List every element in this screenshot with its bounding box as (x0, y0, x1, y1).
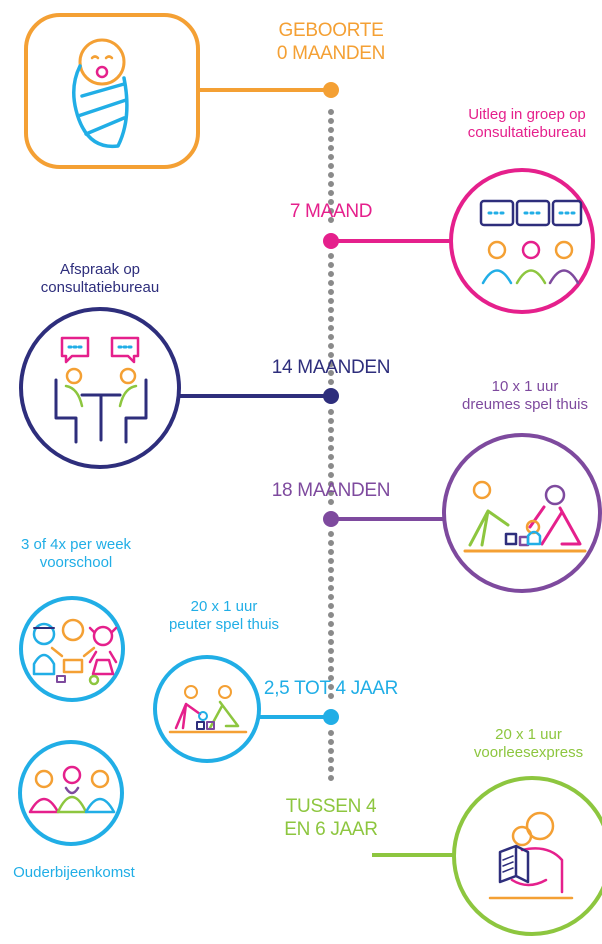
activity-label-line2: consultatiebureau (467, 124, 587, 141)
baby-icon (24, 13, 200, 169)
stage-label-line1: 2,5 TOT 4 JAAR (263, 678, 399, 699)
stage-label-14-maanden: 14 MAANDEN (245, 357, 417, 380)
consultation-appointment-icon (19, 307, 181, 469)
activity-label-line1: Ouderbijeenkomst (13, 864, 135, 881)
group-explanation-icon (449, 168, 595, 314)
activity-label-preschool: 3 of 4x per week voorschool (6, 536, 146, 572)
stage-label-line2: 0 MAANDEN (276, 42, 386, 64)
stage-label-line1: GEBOORTE (278, 20, 384, 41)
timeline-node-birth (195, 82, 339, 98)
stage-label-18-maanden: 18 MAANDEN (245, 480, 417, 503)
timeline-node-18-maanden (323, 511, 445, 527)
stage-label-7-maand: 7 MAAND (255, 201, 407, 224)
timeline-node-2-5-tot-4-jaar (255, 709, 339, 725)
activity-label-parents-meeting: Ouderbijeenkomst (0, 864, 148, 882)
activity-label-line1: Uitleg in groep op (468, 106, 586, 123)
timeline-node-14-maanden (180, 388, 339, 404)
stage-label-line2: EN 6 JAAR (284, 818, 378, 840)
stage-label-line1: 7 MAAND (289, 201, 373, 222)
activity-label-line2: consultatiebureau (40, 279, 160, 296)
activity-label-line2: dreumes spel thuis (462, 396, 588, 413)
activity-label-toddler-play: 10 x 1 uur dreumes spel thuis (448, 378, 602, 414)
activity-label-line1: 20 x 1 uur (495, 726, 562, 743)
activity-label-group-explanation: Uitleg in groep op consultatiebureau (452, 106, 602, 142)
stage-label-line1: TUSSEN 4 (285, 796, 377, 817)
activity-label-line2: peuter spel thuis (168, 616, 280, 633)
activity-label-line1: 20 x 1 uur (190, 598, 258, 615)
stage-label-2-5-tot-4-jaar: 2,5 TOT 4 JAAR (256, 678, 406, 701)
toddler-play-icon (442, 433, 602, 593)
timeline-node-7-maand (323, 233, 452, 249)
activity-label-peuter-play: 20 x 1 uur peuter spel thuis (154, 598, 294, 634)
activity-label-appointment: Afspraak op consultatiebureau (25, 261, 175, 297)
reading-express-icon (452, 776, 602, 936)
preschool-children-icon (19, 596, 125, 702)
stage-label-tussen-4-en-6-jaar: TUSSEN 4 EN 6 JAAR (266, 796, 396, 842)
timeline-node-tussen-4-en-6-jaar (372, 851, 466, 859)
activity-label-line1: 10 x 1 uur (491, 378, 559, 395)
stage-label-line1: 14 MAANDEN (271, 357, 391, 378)
parents-meeting-icon (18, 740, 124, 846)
activity-label-reading-express: 20 x 1 uur voorleesexpress (455, 726, 602, 762)
activity-label-line2: voorleesexpress (473, 744, 584, 761)
activity-label-line1: 3 of 4x per week (20, 536, 132, 553)
activity-label-line2: voorschool (39, 554, 113, 571)
stage-label-geboorte: GEBOORTE 0 MAANDEN (255, 20, 407, 66)
peuter-play-icon (153, 655, 261, 763)
activity-label-line1: Afspraak op (59, 261, 141, 278)
stage-label-line1: 18 MAANDEN (271, 480, 391, 501)
